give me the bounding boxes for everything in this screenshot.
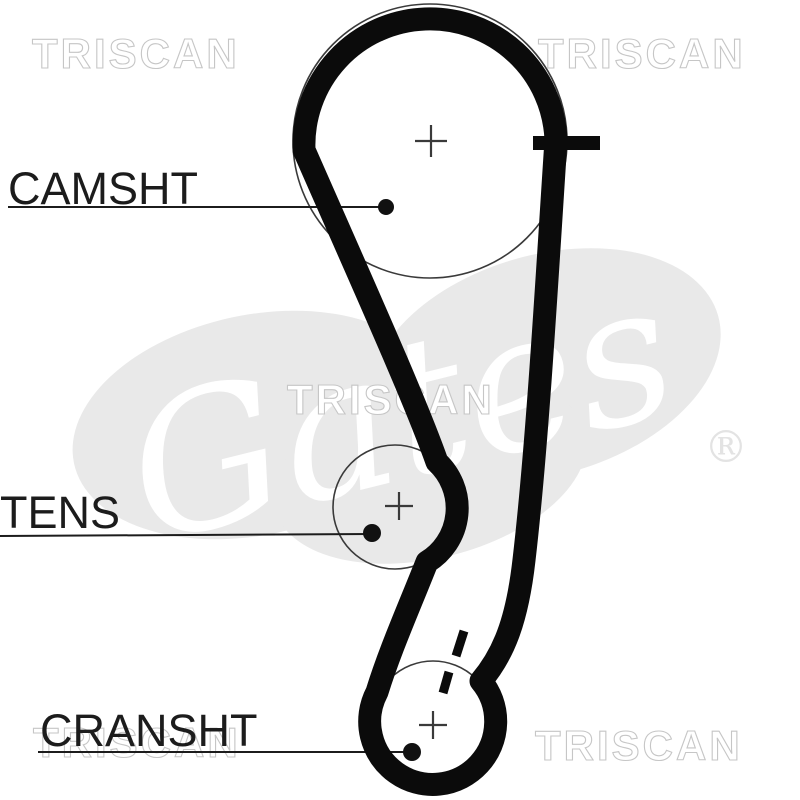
tensioner-leader-dot xyxy=(363,524,381,542)
tensioner-leader-line xyxy=(0,533,373,537)
crankshaft-center-cross-icon xyxy=(419,711,447,739)
camshaft-leader-dot xyxy=(378,199,394,215)
crankshaft-timing-mark-lower xyxy=(438,670,454,695)
crankshaft-leader-dot xyxy=(403,743,421,761)
triscan-watermark-center: TRISCAN xyxy=(287,376,495,423)
camshaft-label: CAMSHT xyxy=(8,163,198,214)
timing-belt xyxy=(292,7,568,796)
crankshaft-label: CRANSHT xyxy=(40,705,258,756)
center-cross-marks xyxy=(385,125,447,739)
tensioner-center-cross-icon xyxy=(385,492,413,520)
timing-marks xyxy=(438,136,600,695)
camshaft-center-cross-icon xyxy=(415,125,447,157)
triscan-watermarks: TRISCAN TRISCAN TRISCAN TRISCAN TRISCAN xyxy=(31,29,746,769)
triscan-watermark-top-left: TRISCAN xyxy=(32,30,240,77)
crankshaft-timing-mark-upper xyxy=(451,629,469,658)
tensioner-label: TENS xyxy=(0,487,120,538)
triscan-watermark-bottom-right: TRISCAN xyxy=(535,722,743,769)
registered-trademark-icon: ® xyxy=(704,422,748,473)
triscan-watermark-top-right: TRISCAN xyxy=(538,30,746,77)
triscan-watermark-bottom-left: TRISCAN xyxy=(33,719,241,766)
